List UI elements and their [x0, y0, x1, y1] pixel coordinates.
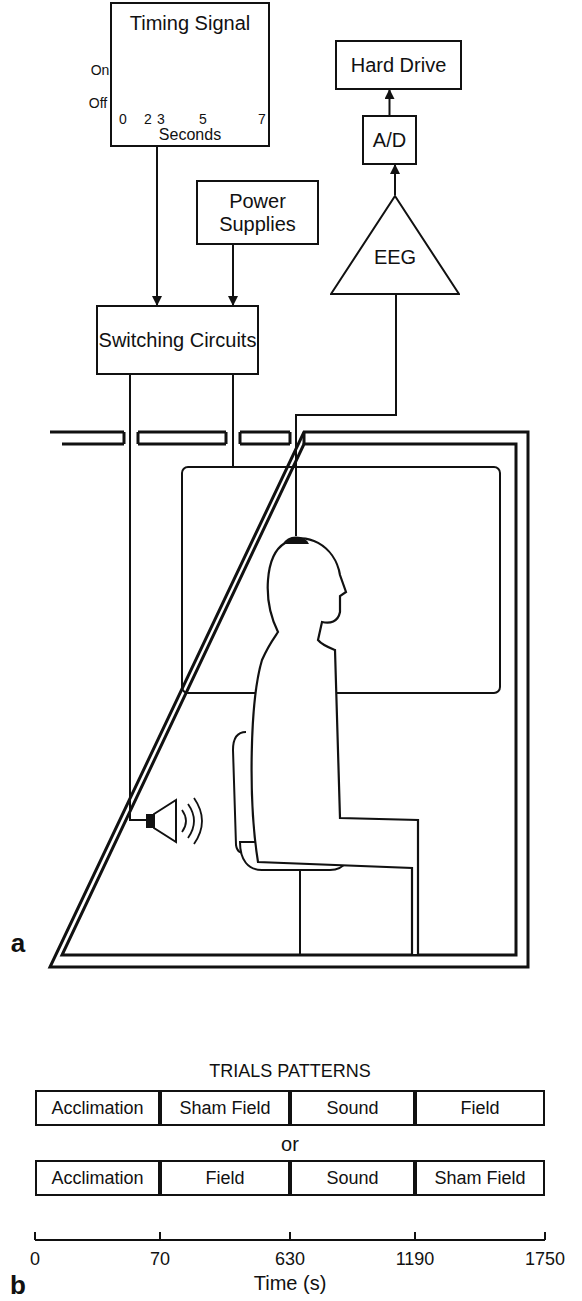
storage-box: Hard Drive: [335, 40, 462, 90]
node-label: Acclimation: [51, 1098, 143, 1119]
section-title: TRIALS PATTERNS: [209, 1062, 370, 1080]
phase-box: Sound: [290, 1160, 415, 1196]
triangle-outline: [330, 195, 460, 295]
phase-box: Sham Field: [160, 1090, 290, 1126]
tick-label: 0: [30, 1250, 40, 1268]
level-label: On: [91, 63, 110, 77]
tick-label: 0: [119, 112, 127, 126]
switching-box: Switching Circuits: [96, 305, 259, 375]
node-label: A/D: [373, 129, 406, 152]
phase-box: Acclimation: [35, 1090, 160, 1126]
phase-box: Acclimation: [35, 1160, 160, 1196]
phase-box: Sound: [290, 1090, 415, 1126]
signal-arrow: [394, 165, 396, 195]
node-label: Acclimation: [51, 1168, 143, 1189]
tick-label: 2: [144, 112, 152, 126]
tick-label: 7: [258, 112, 266, 126]
tick-label: 630: [275, 1250, 305, 1268]
tick-label: 1750: [525, 1250, 565, 1268]
tick-label: 1190: [396, 1250, 435, 1268]
phase-box: Field: [415, 1090, 545, 1126]
separator-word: or: [281, 1134, 299, 1154]
signal-arrow: [389, 90, 391, 115]
tick-label: 3: [157, 112, 165, 126]
node-label: EEG: [374, 246, 416, 269]
node-label: Hard Drive: [351, 54, 447, 77]
node-label: Switching Circuits: [99, 329, 257, 352]
axis-title: Time (s): [254, 1273, 327, 1293]
phase-box: Sham Field: [415, 1160, 545, 1196]
timing-box: Timing Signal: [110, 2, 270, 147]
axis-title: Seconds: [159, 127, 221, 143]
amplifier-triangle: EEG: [330, 195, 460, 295]
level-label: Off: [89, 96, 107, 110]
tick-label: 70: [150, 1250, 170, 1268]
node-label: Sham Field: [179, 1098, 270, 1119]
converter-box: A/D: [362, 115, 417, 165]
node-label: Field: [205, 1168, 244, 1189]
signal-arrow: [232, 245, 234, 305]
node-label: Power Supplies: [198, 190, 317, 236]
node-label: Timing Signal: [130, 12, 250, 35]
signal-arrow: [156, 147, 158, 305]
panel-letter: a: [11, 930, 25, 956]
panel-letter: b: [10, 1272, 26, 1298]
tick-label: 5: [199, 112, 207, 126]
node-label: Sound: [326, 1168, 378, 1189]
node-label: Sham Field: [434, 1168, 525, 1189]
phase-box: Field: [160, 1160, 290, 1196]
node-label: Field: [460, 1098, 499, 1119]
power-box: Power Supplies: [196, 180, 319, 245]
node-label: Sound: [326, 1098, 378, 1119]
